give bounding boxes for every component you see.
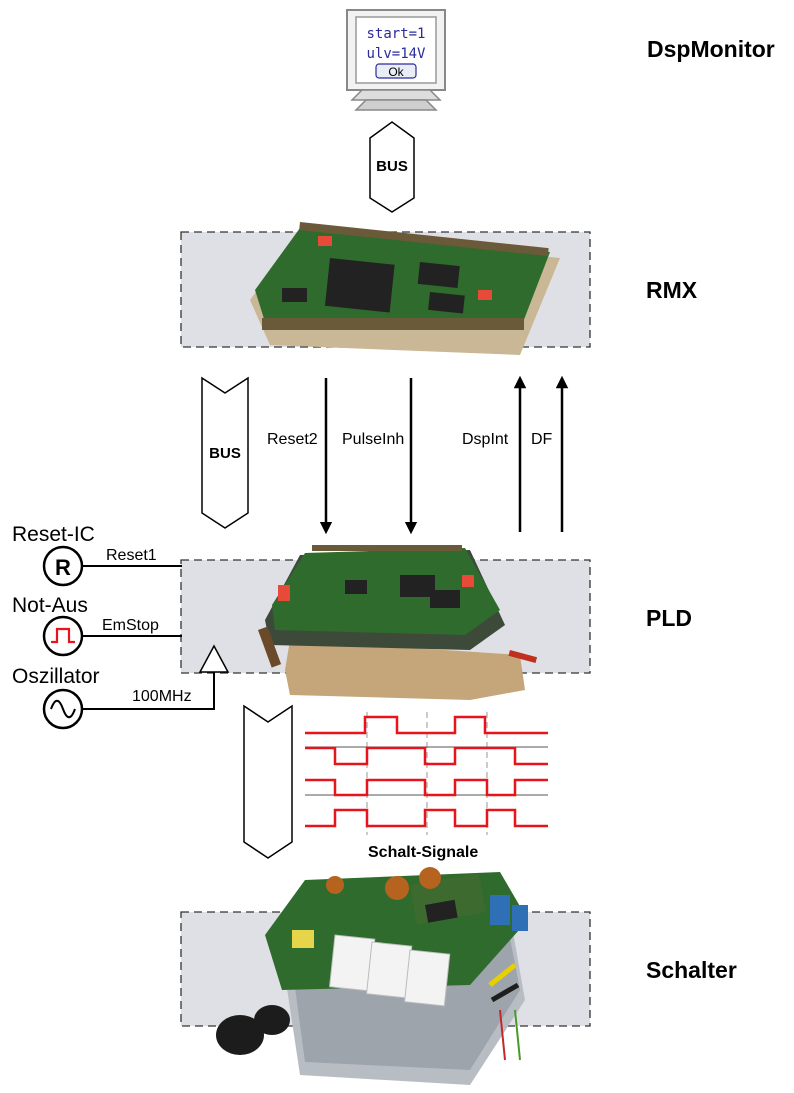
signal-label-dspint: DspInt: [462, 431, 509, 448]
signal-label-reset1: Reset1: [106, 547, 157, 564]
monitor-ok-label: Ok: [388, 65, 404, 79]
source-label-reset-ic: Reset-IC: [12, 523, 95, 546]
signal-label-reset2: Reset2: [267, 431, 318, 448]
not-aus-symbol: [44, 617, 82, 655]
switching-signals-waveform: [305, 712, 548, 835]
stage-label-rmx: RMX: [646, 277, 698, 303]
stage-label-dspmonitor: DspMonitor: [647, 36, 775, 62]
signal-label-pulseinh: PulseInh: [342, 431, 404, 448]
signal-label-emstop: EmStop: [102, 617, 159, 634]
bus-label-top: BUS: [376, 158, 408, 175]
waveform-caption: Schalt-Signale: [368, 844, 478, 861]
bus-pld-schalter: [244, 706, 292, 858]
reset-ic-letter: R: [55, 555, 71, 580]
signal-label-df: DF: [531, 431, 553, 448]
signal-label-100mhz: 100MHz: [132, 688, 192, 705]
stage-label-schalter: Schalter: [646, 957, 737, 983]
bus-label-middle: BUS: [209, 445, 241, 462]
source-label-not-aus: Not-Aus: [12, 594, 88, 617]
stage-label-pld: PLD: [646, 605, 692, 631]
monitor-line-start: start=1: [366, 26, 425, 42]
monitor-line-ulv: ulv=14V: [366, 46, 426, 62]
source-label-oszillator: Oszillator: [12, 665, 100, 688]
